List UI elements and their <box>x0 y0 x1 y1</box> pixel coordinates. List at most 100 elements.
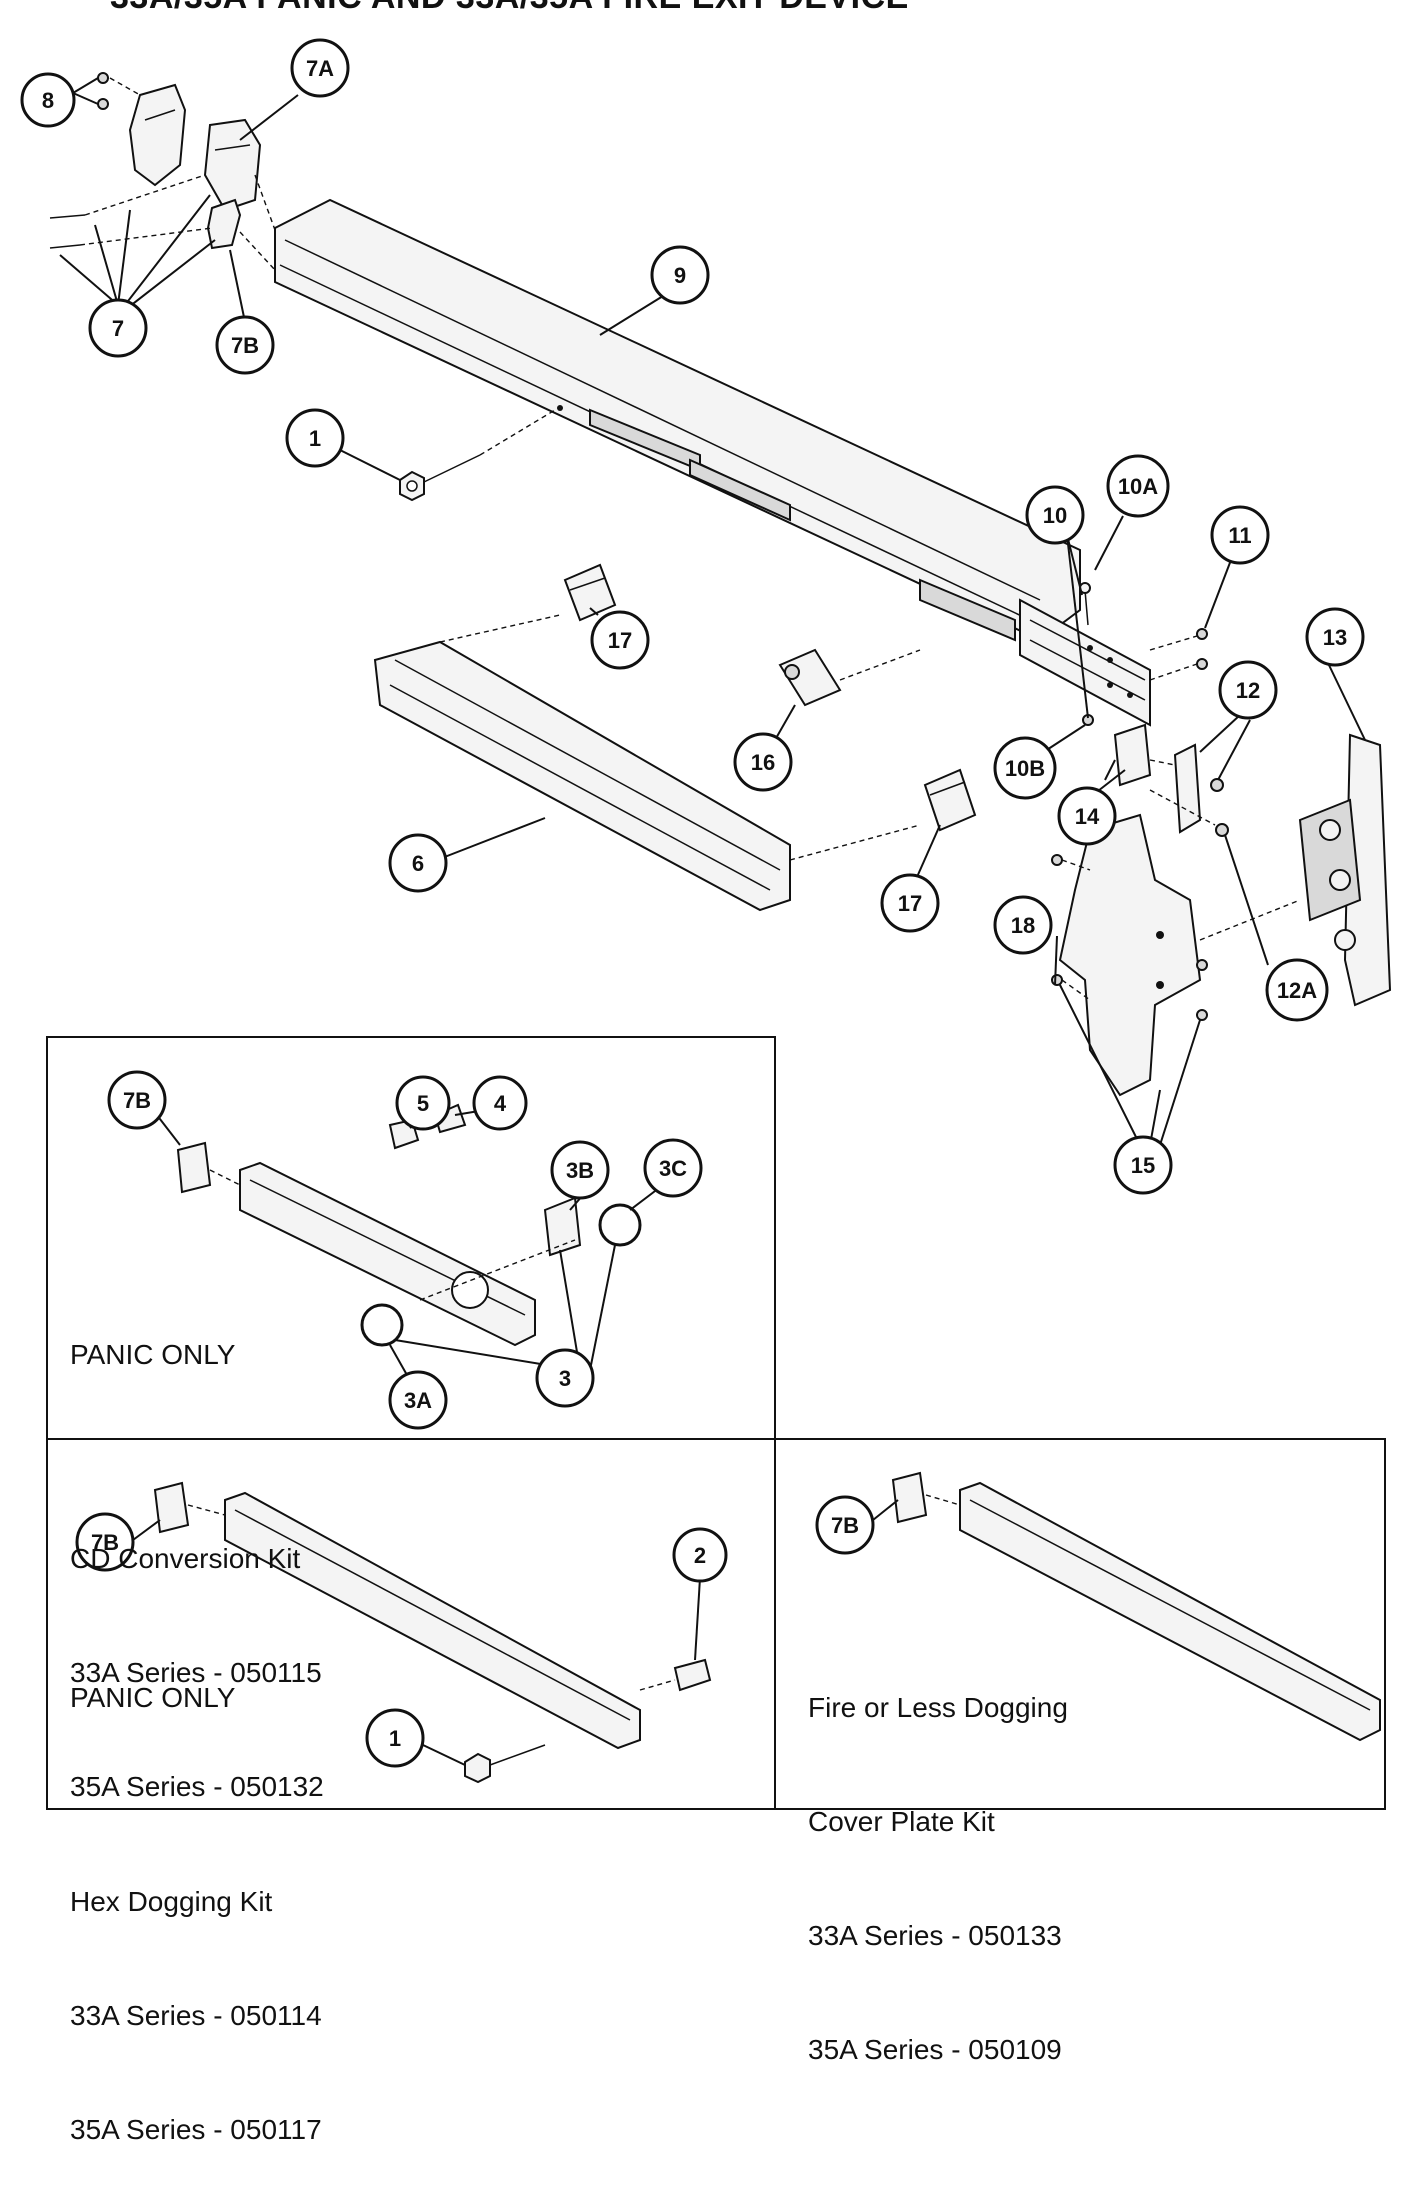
callout-7B: 7B <box>215 315 275 375</box>
fire-cover-kit-box <box>774 1438 1386 1810</box>
cd-kit-label: PANIC ONLY CD Conversion Kit 33A Series … <box>70 1260 324 1844</box>
cd-kit-line2: CD Conversion Kit <box>70 1543 301 1574</box>
part-3B <box>543 1196 582 1257</box>
callout-3C: 3C <box>643 1138 703 1198</box>
svg-text:1: 1 <box>309 426 321 451</box>
svg-text:1: 1 <box>389 1726 401 1751</box>
callout-17-upper: 17 <box>590 610 650 670</box>
end-cap-part-7 <box>128 83 187 187</box>
fire-kit-line1: Fire or Less Dogging <box>808 1692 1068 1723</box>
fire-kit-parts <box>872 1471 1381 1742</box>
clip-7B-fire <box>891 1471 928 1524</box>
rail-assembly-part-9 <box>274 198 1151 727</box>
latch-head-part-13 <box>1199 733 1392 1007</box>
svg-text:9: 9 <box>674 263 686 288</box>
svg-text:13: 13 <box>1323 625 1347 650</box>
pin-parts-10 <box>1079 582 1094 726</box>
callout-7A: 7A <box>290 38 350 98</box>
clip-part-17-lower <box>923 768 977 832</box>
mount-bracket-7A <box>203 118 262 212</box>
callout-1-hex: 1 <box>365 1708 425 1768</box>
callout-10A: 10A <box>1106 454 1170 518</box>
svg-text:16: 16 <box>751 750 775 775</box>
svg-text:12A: 12A <box>1277 978 1317 1003</box>
svg-text:3B: 3B <box>566 1158 594 1183</box>
svg-text:6: 6 <box>412 851 424 876</box>
hex-kit-label: PANIC ONLY Hex Dogging Kit 33A Series - … <box>70 1603 322 2187</box>
callout-12A: 12A <box>1265 958 1329 1022</box>
callout-4: 4 <box>472 1075 528 1131</box>
hex-key-part-1 <box>399 409 556 502</box>
callout-13: 13 <box>1305 607 1365 667</box>
svg-text:3C: 3C <box>659 1156 687 1181</box>
svg-text:17: 17 <box>898 891 922 916</box>
push-pad-part-6 <box>373 614 921 912</box>
svg-text:17: 17 <box>608 628 632 653</box>
callout-3: 3 <box>535 1348 595 1408</box>
svg-text:15: 15 <box>1131 1153 1155 1178</box>
svg-text:3: 3 <box>559 1366 571 1391</box>
screw-parts-11 <box>1149 628 1208 681</box>
svg-text:7: 7 <box>112 316 124 341</box>
svg-text:7B: 7B <box>123 1088 151 1113</box>
actuator-part-16 <box>778 648 921 707</box>
svg-text:7B: 7B <box>231 333 259 358</box>
svg-text:10A: 10A <box>1118 474 1158 499</box>
callout-2: 2 <box>672 1527 728 1583</box>
svg-text:11: 11 <box>1228 523 1251 548</box>
hex-kit-line4: 35A Series - 050117 <box>70 2114 322 2145</box>
callout-11: 11 <box>1210 505 1270 565</box>
end-cover-part-15 <box>1051 813 1208 1097</box>
hex-kit-line3: 33A Series - 050114 <box>70 2000 322 2031</box>
callout-7B-fire: 7B <box>815 1495 875 1555</box>
fire-kit-line3: 33A Series - 050133 <box>808 1920 1062 1951</box>
fire-kit-line4: 35A Series - 050109 <box>808 2034 1062 2065</box>
ring-3C <box>598 1203 642 1247</box>
end-bracket-group <box>49 72 276 271</box>
cd-kit-line4: 35A Series - 050132 <box>70 1771 324 1802</box>
callout-16: 16 <box>733 732 793 792</box>
svg-text:8: 8 <box>42 88 54 113</box>
clip-7B-cd <box>176 1141 212 1194</box>
cd-kit-parts <box>152 1103 664 1399</box>
callout-10: 10 <box>1025 485 1085 545</box>
callout-7B-cd: 7B <box>107 1070 167 1130</box>
svg-text:12: 12 <box>1236 678 1260 703</box>
part-2 <box>673 1658 712 1692</box>
hex-kit-line1: PANIC ONLY <box>70 1682 236 1713</box>
hex-key-1-kit <box>464 1752 491 1784</box>
svg-text:14: 14 <box>1075 804 1100 829</box>
hex-kit-parts <box>132 1481 712 1784</box>
svg-text:7B: 7B <box>831 1513 859 1538</box>
callout-3B: 3B <box>550 1140 610 1200</box>
clip-7B-hex <box>153 1481 190 1534</box>
callout-10B: 10B <box>993 736 1057 800</box>
callout-3A: 3A <box>388 1370 448 1430</box>
plate-part-12 <box>1149 743 1229 837</box>
callout-7B-hex: 7B <box>75 1512 135 1572</box>
callout-6: 6 <box>388 833 448 893</box>
callout-12: 12 <box>1218 660 1278 720</box>
callout-7: 7 <box>88 298 148 358</box>
callout-17-lower: 17 <box>880 873 940 933</box>
svg-text:10: 10 <box>1043 503 1067 528</box>
callout-18: 18 <box>993 895 1053 955</box>
cd-kit-line1: PANIC ONLY <box>70 1339 236 1370</box>
callout-9: 9 <box>650 245 710 305</box>
exploded-parts-diagram: 8 7A 7 7B 9 1 10 10A 11 13 12 17 16 10B … <box>20 38 1392 1810</box>
callout-15: 15 <box>1113 1135 1173 1195</box>
ring-3A <box>360 1303 404 1347</box>
svg-text:10B: 10B <box>1005 756 1045 781</box>
spacer-part-14 <box>1113 723 1152 787</box>
fire-kit-label: Fire or Less Dogging Cover Plate Kit 33A… <box>808 1613 1068 2107</box>
svg-text:18: 18 <box>1011 913 1035 938</box>
svg-text:5: 5 <box>417 1091 429 1116</box>
clip-part-17-upper <box>563 563 617 622</box>
callout-5: 5 <box>395 1075 451 1131</box>
callout-8: 8 <box>20 72 76 128</box>
svg-text:7B: 7B <box>91 1530 119 1555</box>
hex-kit-line2: Hex Dogging Kit <box>70 1886 273 1917</box>
svg-text:3A: 3A <box>404 1388 432 1413</box>
callout-1: 1 <box>285 408 345 468</box>
cd-kit-line3: 33A Series - 050115 <box>70 1657 322 1688</box>
